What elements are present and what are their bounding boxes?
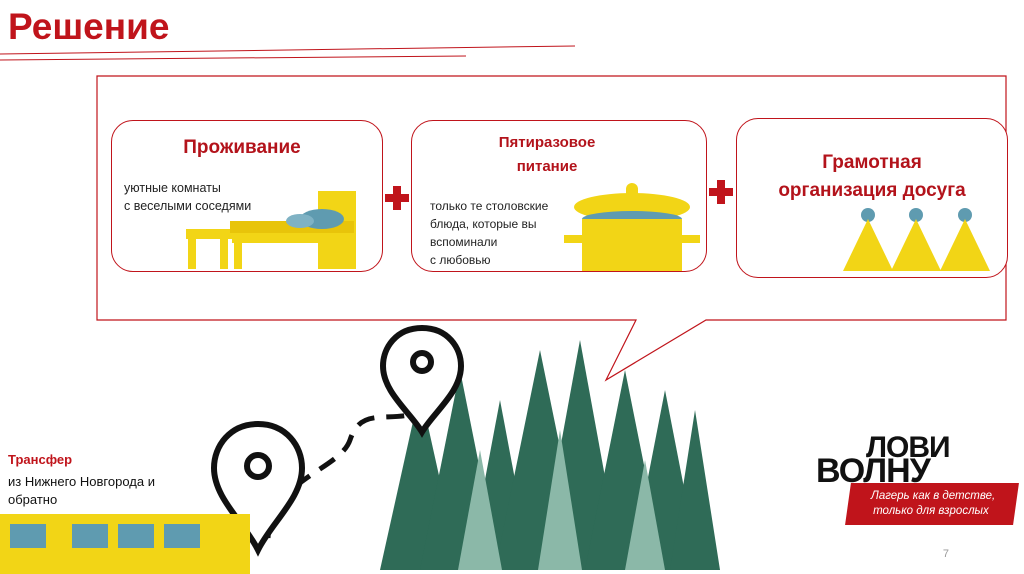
map-pin-icon — [210, 420, 306, 557]
map-pin-icon — [379, 324, 465, 438]
page-title: Решение — [8, 6, 170, 47]
title-underline — [0, 45, 576, 61]
logo-tagline: Лагерь как в детстве, только для взрослы… — [845, 483, 1019, 525]
card-meals-title: Пятиразовое питание — [498, 134, 596, 175]
transfer-text: из Нижнего Новгорода и обратно — [8, 474, 155, 507]
cooking-pot-icon — [564, 183, 700, 271]
forest-illustration — [380, 340, 720, 570]
card-meals-text: только те столовские блюда, которые вы в… — [430, 199, 549, 267]
route-path — [210, 324, 465, 557]
logo-word-1: ЛОВИ — [866, 431, 951, 464]
bus-illustration — [0, 514, 250, 574]
bed-icon — [186, 191, 356, 269]
card-accommodation-text: уютные комнаты с веселыми соседями — [124, 181, 252, 213]
plus-icon — [709, 180, 733, 204]
transfer-title: Трансфер — [8, 452, 73, 467]
plus-icon — [385, 186, 409, 210]
card-leisure: Грамотная организация досуга — [736, 118, 1008, 278]
card-meals: Пятиразовое питание только те столовские… — [411, 120, 707, 272]
spotlights-icon — [843, 208, 990, 271]
card-leisure-title: Грамотная организация досуга — [778, 152, 966, 201]
page-number: 7 — [942, 548, 949, 560]
card-accommodation: Проживание уютные комнаты с веселыми сос… — [111, 120, 383, 272]
card-accommodation-title: Проживание — [183, 137, 301, 158]
